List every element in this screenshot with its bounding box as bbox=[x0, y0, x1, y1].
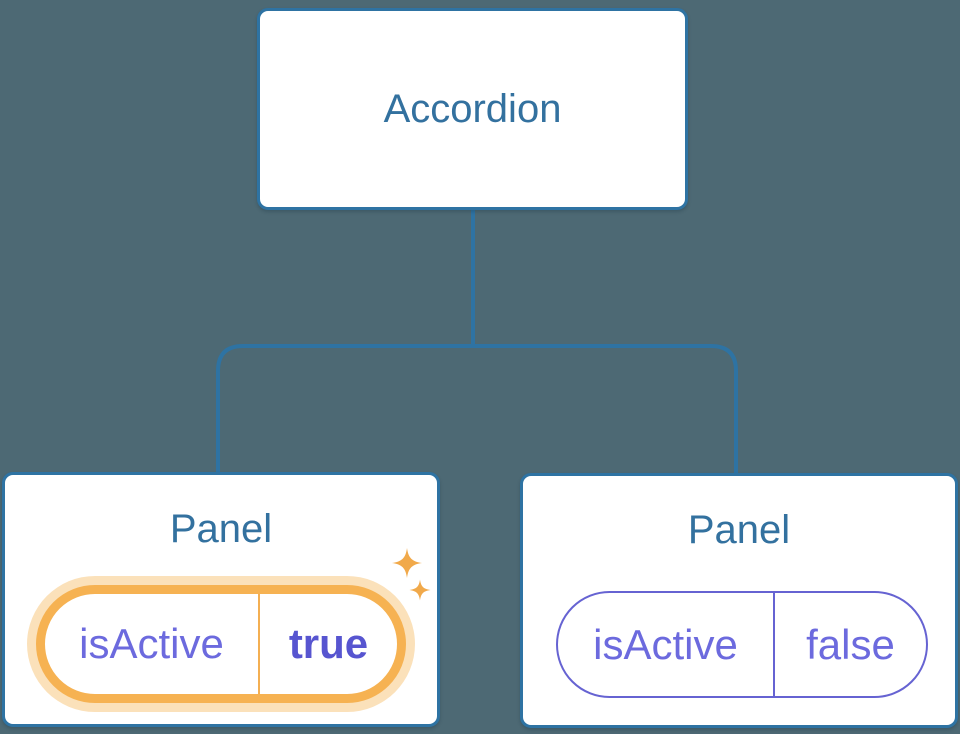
state-pill-inactive: isActive false bbox=[556, 591, 928, 698]
connector-branch bbox=[216, 344, 738, 475]
state-value-label: false bbox=[806, 620, 895, 668]
state-name-label: isActive bbox=[45, 594, 260, 694]
state-name-label: isActive bbox=[558, 593, 775, 696]
state-value-label: true bbox=[288, 620, 369, 667]
panel-node-right: Panel isActive false bbox=[520, 473, 958, 728]
panel-node-right-label: Panel bbox=[687, 508, 791, 552]
state-pill-active: isActive true bbox=[36, 585, 406, 703]
panel-node-left: Panel isActive true bbox=[2, 472, 440, 727]
panel-node-left-label: Panel bbox=[169, 507, 273, 551]
accordion-node: Accordion bbox=[257, 8, 688, 210]
accordion-node-label: Accordion bbox=[383, 87, 562, 131]
